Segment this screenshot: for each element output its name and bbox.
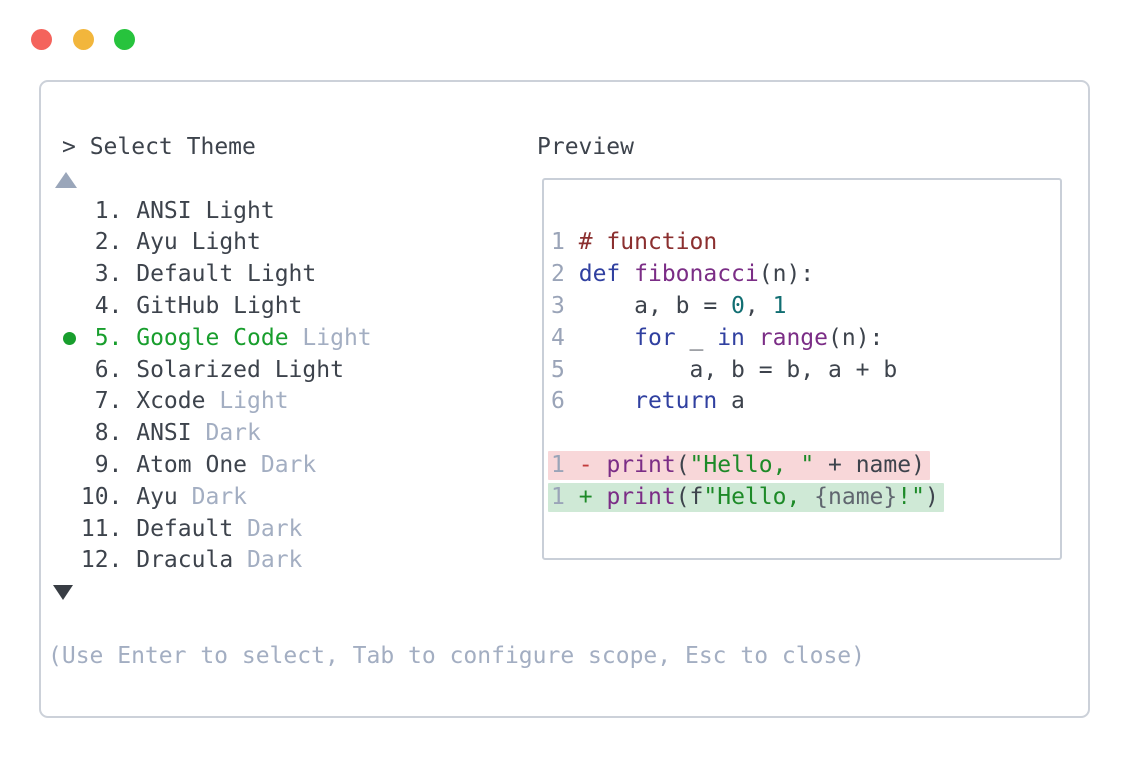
theme-item-variant-label: Dark — [233, 547, 303, 574]
theme-item-label: 11. Default — [67, 515, 234, 542]
theme-list-item[interactable]: 7. Xcode Light — [67, 386, 372, 418]
theme-item-variant-label: Dark — [233, 515, 303, 542]
selected-item-bullet-icon — [63, 332, 76, 345]
theme-item-variant-label: Dark — [191, 420, 261, 447]
theme-list-item[interactable]: 11. Default Dark — [67, 514, 372, 546]
close-window-button[interactable] — [31, 29, 52, 50]
preview-title: Preview — [537, 134, 634, 160]
theme-list-item[interactable]: 9. Atom One Dark — [67, 450, 372, 482]
help-text: (Use Enter to select, Tab to configure s… — [48, 643, 865, 669]
theme-item-label: 7. Xcode — [67, 388, 206, 415]
theme-item-label: 5. Google Code — [67, 324, 289, 351]
code-line: 6 return a — [551, 388, 745, 415]
theme-item-label: 10. Ayu — [67, 483, 178, 510]
theme-list-item[interactable]: 3. Default Light — [67, 259, 372, 291]
diff-line: 1 - print("Hello, " + name) — [548, 450, 930, 482]
theme-item-label: 6. Solarized Light — [67, 356, 344, 383]
diff-line: 1 + print(f"Hello, {name}!") — [548, 482, 944, 514]
theme-item-variant-label: Light — [205, 388, 289, 415]
theme-item-label: 1. ANSI Light — [67, 197, 275, 224]
theme-picker-window: > Select Theme Preview 1. ANSI Light 2. … — [39, 80, 1090, 718]
theme-list-item[interactable]: 2. Ayu Light — [67, 227, 372, 259]
minimize-window-button[interactable] — [73, 29, 94, 50]
theme-list-item[interactable]: 4. GitHub Light — [67, 291, 372, 323]
theme-list-item[interactable]: 6. Solarized Light — [67, 355, 372, 387]
theme-item-variant-label: Dark — [177, 483, 248, 510]
select-theme-prompt: > Select Theme — [62, 134, 256, 160]
theme-item-label: 9. Atom One — [67, 451, 248, 478]
theme-list-item[interactable]: 10. Ayu Dark — [67, 482, 372, 514]
scroll-down-icon[interactable] — [53, 585, 73, 600]
theme-item-variant-label: Dark — [247, 451, 317, 478]
theme-list-item[interactable]: 8. ANSI Dark — [67, 418, 372, 450]
theme-list-item[interactable]: 1. ANSI Light — [67, 196, 372, 228]
code-line: 4 for _ in range(n): — [551, 324, 884, 351]
theme-item-label: 12. Dracula — [67, 547, 234, 574]
scroll-up-icon[interactable] — [55, 172, 77, 188]
theme-item-label: 2. Ayu Light — [67, 229, 261, 256]
theme-list: 1. ANSI Light 2. Ayu Light 3. Default Li… — [67, 196, 372, 578]
theme-item-label: 3. Default Light — [67, 261, 317, 288]
theme-list-item[interactable]: 12. Dracula Dark — [67, 545, 372, 577]
code-line: 2 def fibonacci(n): — [551, 261, 815, 288]
theme-item-label: 8. ANSI — [67, 420, 192, 447]
code-line: 5 a, b = b, a + b — [551, 356, 898, 383]
maximize-window-button[interactable] — [114, 29, 135, 50]
theme-list-item-selected[interactable]: 5. Google Code Light — [67, 323, 372, 355]
code-line: 1 # function — [551, 229, 718, 256]
theme-item-label: 4. GitHub Light — [67, 292, 303, 319]
theme-item-variant-label: Light — [288, 324, 372, 351]
code-line: 3 a, b = 0, 1 — [551, 293, 787, 319]
